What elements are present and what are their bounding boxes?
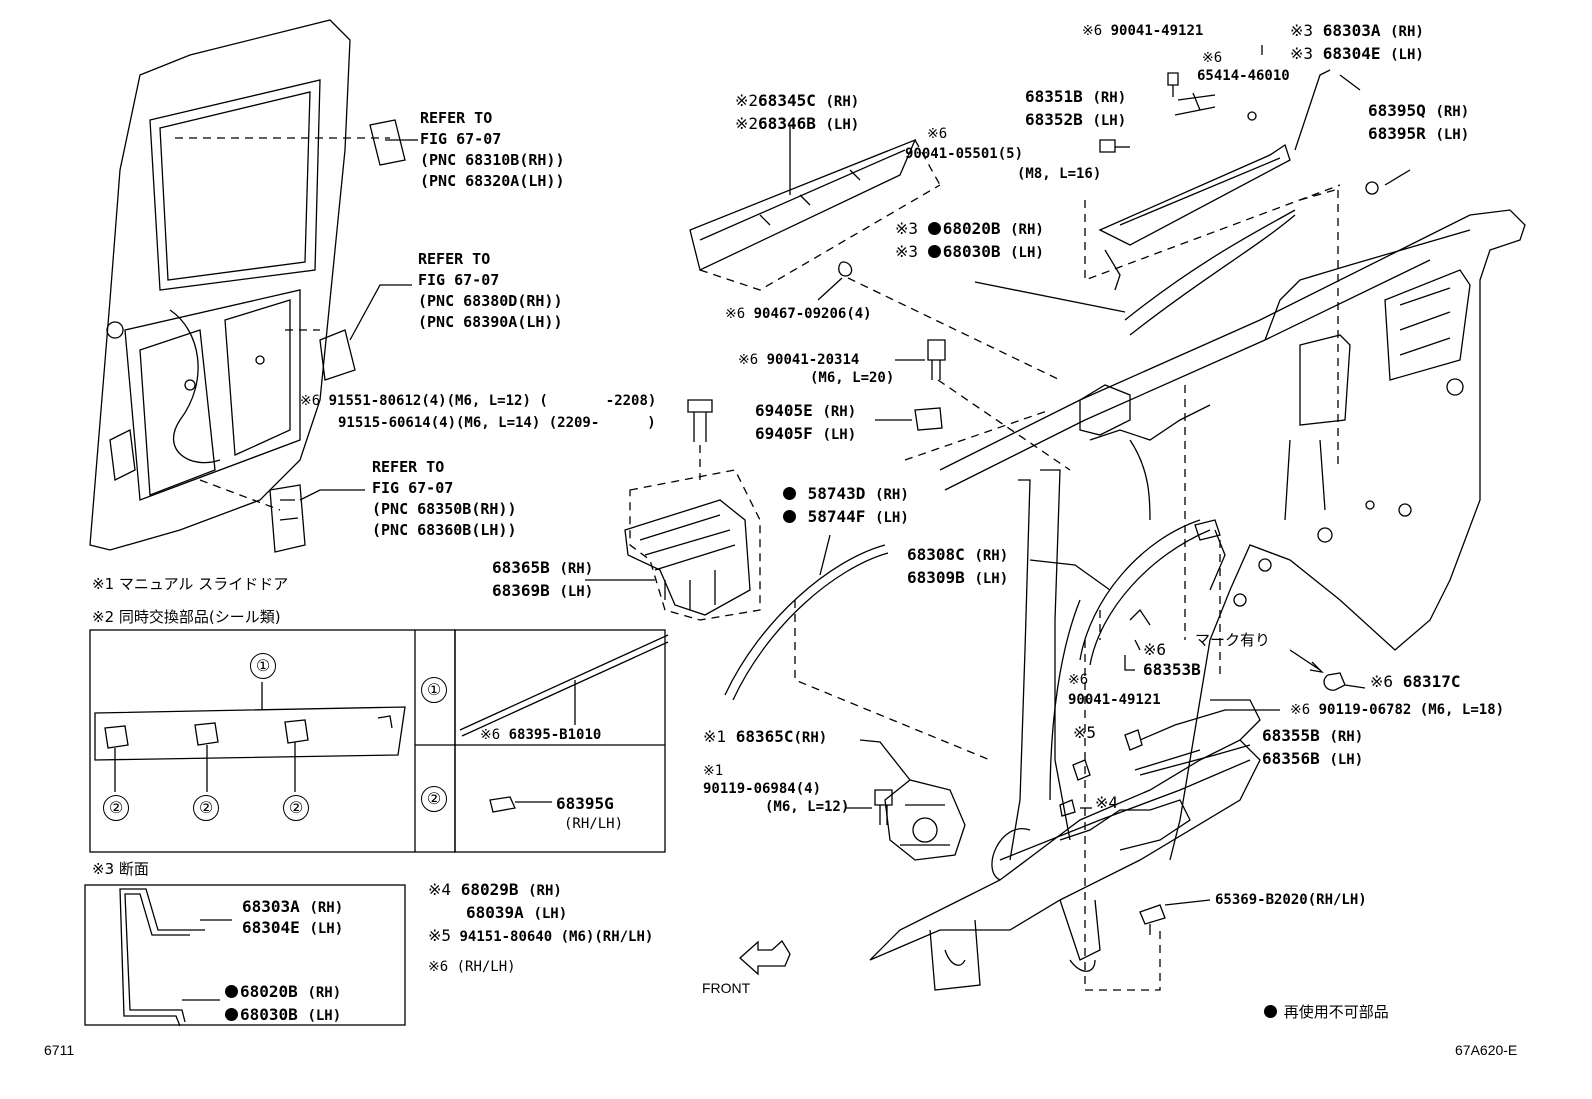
label-90041-20314: ※6 90041-20314 (M6, L=20) — [738, 352, 895, 386]
part-68346b: 68346B — [758, 114, 816, 133]
note-5: ※5 94151-80640 (M6)(RH/LH) — [428, 926, 654, 945]
section-label-68303: 68303A (RH) 68304E (LH) — [242, 897, 344, 937]
refer-block-1: REFER TO FIG 67-07 (PNC 68310B(RH)) (PNC… — [420, 108, 565, 192]
non-reusable-dot-icon — [783, 487, 796, 500]
label-58743: 58743D (RH) 58744F (LH) — [783, 483, 909, 529]
body-side-drawing — [869, 209, 1526, 991]
label-90119-06782: ※6 90119-06782 (M6, L=18) — [1290, 702, 1505, 718]
label-90041-49121-top: ※6 90041-49121 — [1082, 23, 1204, 39]
legend: 再使用不可部品 — [1264, 1005, 1389, 1020]
non-reusable-dot-icon — [783, 510, 796, 523]
sliding-door-drawing — [89, 19, 351, 551]
callout-1: ① — [250, 653, 276, 679]
label-90119-06984: ※1 90119-06984(4) (M6, L=12) — [703, 763, 850, 815]
row-callout-2: ② — [421, 786, 447, 812]
refer-3-line4: (PNC 68360B(LH)) — [372, 521, 517, 539]
refer-3-line2: FIG 67-07 — [372, 479, 454, 497]
label-68355: 68355B (RH) 68356B (LH) — [1262, 726, 1364, 768]
section-label-68020: 68020B (RH) 68030B (LH) — [225, 981, 341, 1027]
non-reusable-dot-icon — [927, 245, 941, 258]
non-reusable-dot-icon — [927, 222, 941, 235]
label-65369: 65369-B2020(RH/LH) — [1215, 892, 1367, 908]
refer-1-line4: (PNC 68320A(LH)) — [420, 172, 565, 190]
label-68020: ※3 68020B (RH) ※3 68030B (LH) — [895, 219, 1044, 261]
part-68345c: 68345C — [758, 91, 816, 110]
row-callout-1: ① — [421, 677, 447, 703]
front-label: FRONT — [702, 980, 751, 996]
label-68395-b1010: ※6 68395-B1010 — [480, 727, 602, 743]
label-90467: ※6 90467-09206(4) — [725, 306, 872, 322]
label-68353: ※6 68353B — [1143, 640, 1201, 679]
label-68395g: 68395G (RH/LH) — [556, 794, 624, 832]
label-68365b: 68365B (RH) 68369B (LH) — [492, 558, 594, 600]
refer-1-line2: FIG 67-07 — [420, 130, 502, 148]
footer-figure-id: 67A620-E — [1455, 1042, 1518, 1058]
label-68303: ※3 68303A (RH) ※3 68304E (LH) — [1290, 21, 1424, 63]
label-91551: ※6 91551-80612(4)(M6, L=12) (-2208) 9151… — [300, 393, 657, 431]
callout-2: ② — [283, 795, 309, 821]
label-68317: ※6 68317C — [1370, 672, 1461, 691]
label-68351: 68351B (RH) 68352B (LH) — [1025, 87, 1127, 129]
label-68308: 68308C (RH) 68309B (LH) — [907, 545, 1009, 587]
label-68365c: ※1 68365C(RH) — [703, 727, 828, 746]
refer-1-line3: (PNC 68310B(RH)) — [420, 151, 565, 169]
refer-block-2: REFER TO FIG 67-07 (PNC 68380D(RH)) (PNC… — [418, 249, 563, 333]
refer-2-line4: (PNC 68390A(LH)) — [418, 313, 563, 331]
refer-block-3: REFER TO FIG 67-07 (PNC 68350B(RH)) (PNC… — [372, 457, 517, 541]
callout-2: ② — [193, 795, 219, 821]
non-reusable-dot-icon — [225, 985, 238, 998]
label-68345: ※268345C (RH) ※268346B (LH) — [735, 91, 860, 133]
mark-5-label: ※5 — [1073, 723, 1097, 742]
mark-4-label: ※4 — [1095, 793, 1119, 812]
note-3: ※3 断面 — [92, 860, 149, 878]
refer-3-line3: (PNC 68350B(RH)) — [372, 500, 517, 518]
label-65414: ※6 65414-46010 — [1197, 50, 1290, 84]
mark-present-label: マーク有り — [1195, 631, 1271, 649]
callout-2: ② — [103, 795, 129, 821]
note-2: ※2 同時交換部品(シール類) — [92, 608, 281, 626]
non-reusable-dot-icon — [225, 1008, 238, 1021]
note-4: ※4 68029B (RH) 68039A (LH) — [428, 880, 568, 922]
non-reusable-dot-icon — [1264, 1005, 1277, 1018]
legend-text: 再使用不可部品 — [1283, 1003, 1389, 1021]
refer-1-line1: REFER TO — [420, 109, 493, 127]
refer-2-line3: (PNC 68380D(RH)) — [418, 292, 563, 310]
label-69405: 69405E (RH) 69405F (LH) — [755, 401, 857, 443]
footer-page-code: 6711 — [44, 1042, 75, 1058]
note-1: ※1 マニュアル スライドドア — [92, 575, 289, 593]
label-90041-05501: ※6 90041-05501(5) (M8, L=16) — [905, 126, 1102, 182]
refer-2-line2: FIG 67-07 — [418, 271, 500, 289]
refer-3-line1: REFER TO — [372, 458, 445, 476]
refer-2-line1: REFER TO — [418, 250, 491, 268]
label-90041-49121-bot: ※6 90041-49121 — [1068, 672, 1161, 708]
note-6: ※6 (RH/LH) — [428, 959, 516, 975]
label-68395q: 68395Q (RH) 68395R (LH) — [1368, 101, 1470, 143]
